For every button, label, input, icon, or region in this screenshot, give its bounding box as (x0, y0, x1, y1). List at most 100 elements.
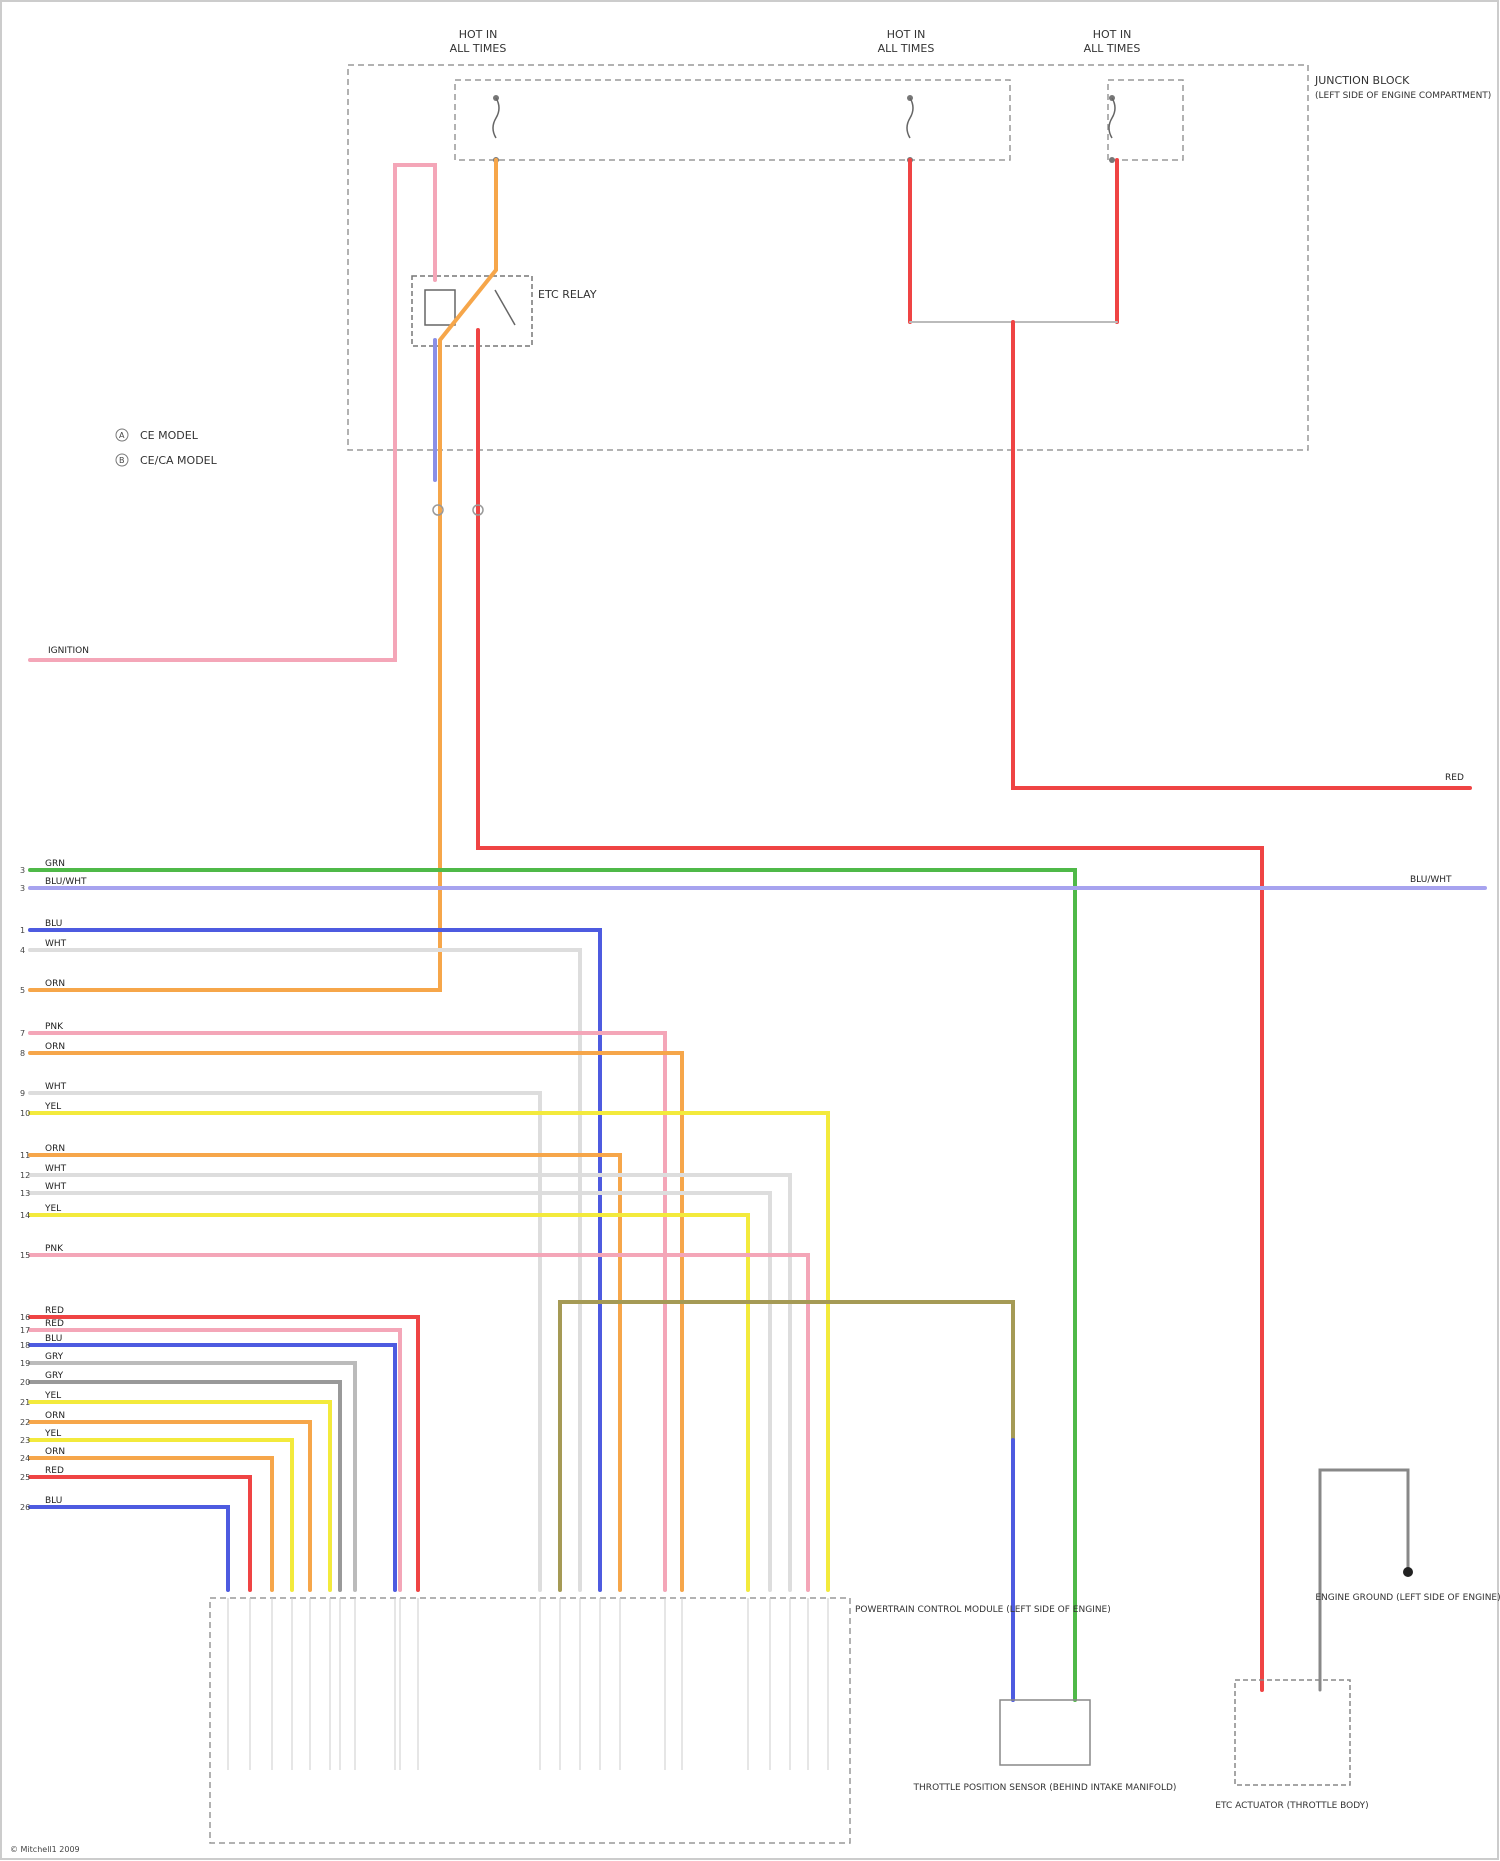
wire-number: 24 (20, 1454, 30, 1463)
fuse-1-top: HOT IN (459, 28, 498, 41)
svg-text:A: A (119, 431, 125, 440)
sensor-name: THROTTLE POSITION SENSOR (BEHIND INTAKE … (913, 1783, 1177, 1793)
junction-block-outline (348, 65, 1308, 450)
wire-number: 16 (20, 1313, 30, 1322)
wire-number: 5 (20, 986, 25, 995)
etc-relay-coil (425, 290, 455, 325)
fuse-3: HOT IN ALL TIMES (1084, 28, 1141, 55)
wire-number: 21 (20, 1398, 30, 1407)
wire-green (30, 870, 1075, 1700)
legend-a: CE MODEL (140, 429, 199, 442)
wire-color-label: WHT (45, 1182, 67, 1192)
wire-orange-main (30, 160, 496, 990)
etc-relay-switch (495, 290, 515, 325)
junction-block-sub: (LEFT SIDE OF ENGINE COMPARTMENT) (1315, 91, 1491, 101)
wire-red-relay (478, 330, 1262, 1690)
fuse-3-top: HOT IN (1093, 28, 1132, 41)
svg-text:B: B (119, 456, 125, 465)
wire-number: 10 (20, 1109, 30, 1118)
pcm-pins (228, 1598, 828, 1770)
etc-relay-box (412, 276, 532, 346)
wire-number: 18 (20, 1341, 30, 1350)
wire-color-label: BLU (45, 1496, 62, 1506)
junction-block-name: JUNCTION BLOCK (1314, 74, 1410, 87)
wire-number: 11 (20, 1151, 30, 1160)
left-label-ignition: IGNITION (48, 646, 89, 656)
fuse-elements (493, 98, 1115, 138)
wire-color-label: RED (45, 1306, 64, 1316)
wire-white-4 (30, 950, 580, 1590)
right-label-blu: BLU/WHT (1410, 875, 1452, 885)
wire-number: 13 (20, 1189, 30, 1198)
wire-color-label: ORN (45, 1447, 65, 1457)
fuse-3-mid: ALL TIMES (1084, 42, 1141, 55)
etc-relay-name: ETC RELAY (538, 288, 597, 301)
pcm-name: POWERTRAIN CONTROL MODULE (LEFT SIDE OF … (855, 1605, 1111, 1615)
wire-ignition (30, 165, 435, 660)
wire-color-label: ORN (45, 1042, 65, 1052)
wire-number: 17 (20, 1326, 30, 1335)
wire-color-label: ORN (45, 1144, 65, 1154)
wire-number: 25 (20, 1473, 30, 1482)
wire-number: 4 (20, 946, 25, 955)
wire-color-label: PNK (45, 1244, 64, 1254)
wire-number: 9 (20, 1089, 25, 1098)
wire-blu-26 (30, 1507, 228, 1590)
wire-number: 1 (20, 926, 25, 935)
wire-yellow-10 (30, 1113, 828, 1590)
wire-color-label: YEL (44, 1391, 61, 1401)
wire-number: 7 (20, 1029, 25, 1038)
wire-orange-11 (30, 1155, 620, 1590)
wire-number: 3 (20, 866, 25, 875)
wire-red-16 (30, 1317, 418, 1590)
wire-color-label: BLU/WHT (45, 877, 87, 887)
wire-blue-1 (30, 930, 600, 1590)
wire-white-9 (30, 1093, 540, 1590)
actuator-box (1235, 1680, 1350, 1785)
wire-number: 26 (20, 1503, 30, 1512)
fuse-2-top: HOT IN (887, 28, 926, 41)
fuse-2-mid: ALL TIMES (878, 42, 935, 55)
sensor-box (1000, 1700, 1090, 1765)
wire-color-label: RED (45, 1466, 64, 1476)
wire-olive (560, 1302, 1013, 1590)
wire-number: 19 (20, 1359, 30, 1368)
right-label-red: RED (1445, 773, 1464, 783)
wire-color-label: PNK (45, 1022, 64, 1032)
wire-runs (30, 160, 1485, 1700)
wire-color-label: RED (45, 1319, 64, 1329)
fuse-1-mid: ALL TIMES (450, 42, 507, 55)
wire-number: 14 (20, 1211, 30, 1220)
wire-color-label: ORN (45, 1411, 65, 1421)
watermark: © Mitchell1 2009 (10, 1845, 80, 1854)
wire-color-label: BLU (45, 1334, 62, 1344)
wire-yel-23 (30, 1440, 292, 1590)
ground-name: ENGINE GROUND (LEFT SIDE OF ENGINE) (1315, 1593, 1500, 1603)
wire-color-label: WHT (45, 1082, 67, 1092)
fuse-1: HOT IN ALL TIMES (450, 28, 507, 55)
wire-red-out (1013, 322, 1470, 788)
fuse-terminals (493, 95, 1115, 163)
pcm-box (210, 1598, 850, 1843)
wire-color-label: GRY (45, 1371, 64, 1381)
legend: A CE MODEL B CE/CA MODEL (116, 429, 218, 467)
wire-yel-21 (30, 1402, 330, 1590)
wire-color-label: BLU (45, 919, 62, 929)
wire-number: 22 (20, 1418, 30, 1427)
wire-color-label: YEL (44, 1429, 61, 1439)
wire-number: 20 (20, 1378, 30, 1387)
wire-color-label: YEL (44, 1102, 61, 1112)
actuator-name: ETC ACTUATOR (THROTTLE BODY) (1215, 1801, 1368, 1811)
wire-number: 8 (20, 1049, 25, 1058)
wire-color-label: GRY (45, 1352, 64, 1362)
wire-red-25 (30, 1477, 250, 1590)
fuse-group-outline-right (1108, 80, 1183, 160)
wire-color-label: WHT (45, 939, 67, 949)
wire-number: 15 (20, 1251, 30, 1260)
wire-number: 3 (20, 884, 25, 893)
legend-b: CE/CA MODEL (140, 454, 218, 467)
wire-color-label: WHT (45, 1164, 67, 1174)
fuse-2: HOT IN ALL TIMES (878, 28, 935, 55)
wire-color-label: GRN (45, 859, 65, 869)
wire-color-label: YEL (44, 1204, 61, 1214)
